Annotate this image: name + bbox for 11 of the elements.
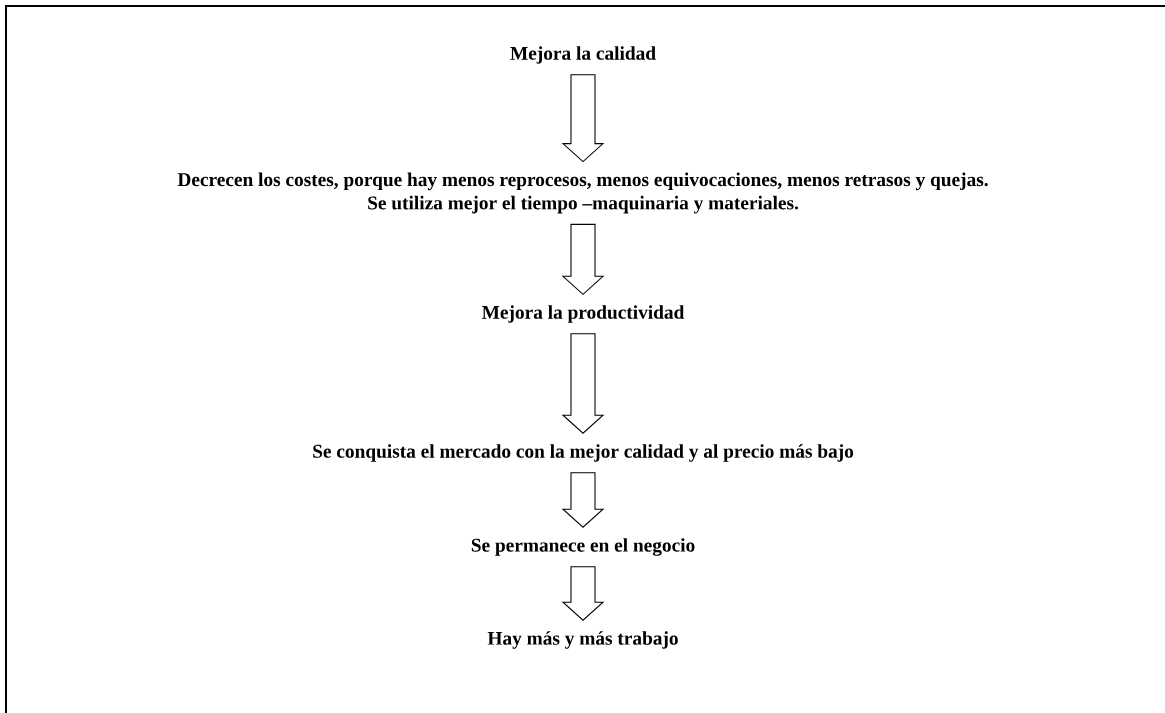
block-arrow [561,566,605,621]
block-arrow [561,74,605,163]
flow-text: Mejora la calidad [510,46,656,64]
block-arrow [561,223,605,295]
block-arrow [561,333,605,434]
flow-text: Hay más y más trabajo [487,631,678,649]
flow-text: Mejora la productividad [482,305,685,323]
block-arrow [561,472,605,528]
flow-text: Se conquista el mercado con la mejor calidad y al precio más bajo [313,444,854,462]
flow-text: Se permanece en el negocio [471,538,695,556]
flow-text: Decrecen los costes, porque hay menos reprocesos, menos equivocaciones, menos retrasos y quejas. Se utiliza mejor el tiempo –maquinaria y materiales. [177,172,988,214]
